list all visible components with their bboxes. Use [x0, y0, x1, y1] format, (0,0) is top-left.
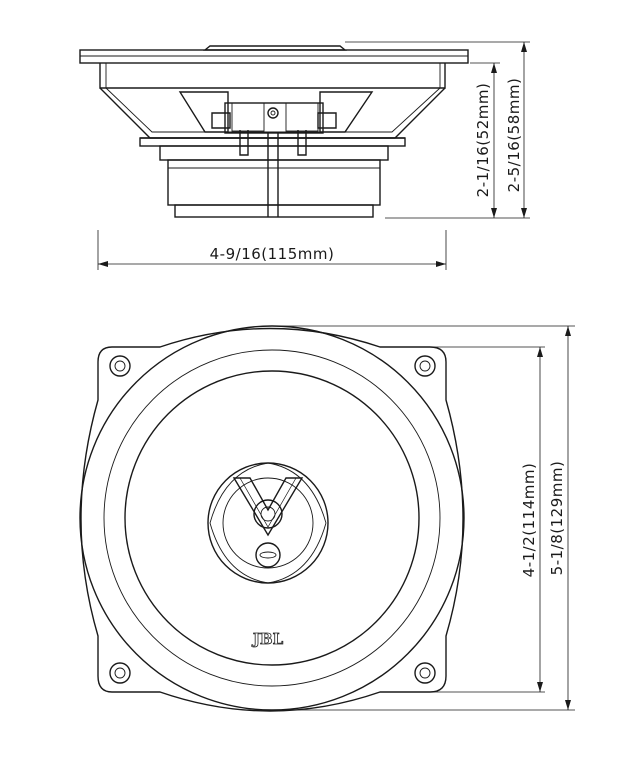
- magnet: [167, 159, 381, 206]
- front-dimensions: 4-1/2(114mm) 5-1/8(129mm): [270, 325, 575, 711]
- basket-window: [178, 91, 229, 133]
- dimension-depth-inner: 2-1/16(52mm): [474, 83, 492, 198]
- terminal-left: [211, 112, 249, 156]
- terminal-block: [224, 102, 324, 134]
- tweeter: [207, 462, 329, 584]
- terminal-right: [297, 112, 337, 156]
- front-view: JBL 4-1/2(114mm) 5-1/8(129mm): [79, 325, 575, 712]
- width-dimension: 4-9/16(115mm): [97, 230, 447, 270]
- magnet-top-plate: [159, 145, 389, 161]
- dimension-overall-width: 4-9/16(115mm): [210, 245, 335, 263]
- surround-ring: [103, 349, 441, 687]
- cone: [124, 370, 420, 666]
- depth-dimensions: 2-1/16(52mm) 2-5/16(58mm): [345, 41, 530, 219]
- mounting-flange: [79, 49, 469, 64]
- outer-ring: [79, 325, 465, 711]
- side-view: 4-9/16(115mm) 2-1/16(52mm) 2-5/16(58mm): [79, 41, 530, 270]
- terminal-screw: [267, 107, 279, 119]
- dimension-depth-total: 2-5/16(58mm): [505, 78, 523, 193]
- jbl-logo: JBL: [251, 630, 284, 648]
- dimension-frame-height: 5-1/8(129mm): [548, 461, 566, 576]
- dimension-cone-diameter: 4-1/2(114mm): [520, 463, 538, 578]
- basket-body: [99, 63, 446, 89]
- mounting-holes: [109, 355, 436, 684]
- magnet-back-plate: [174, 204, 374, 218]
